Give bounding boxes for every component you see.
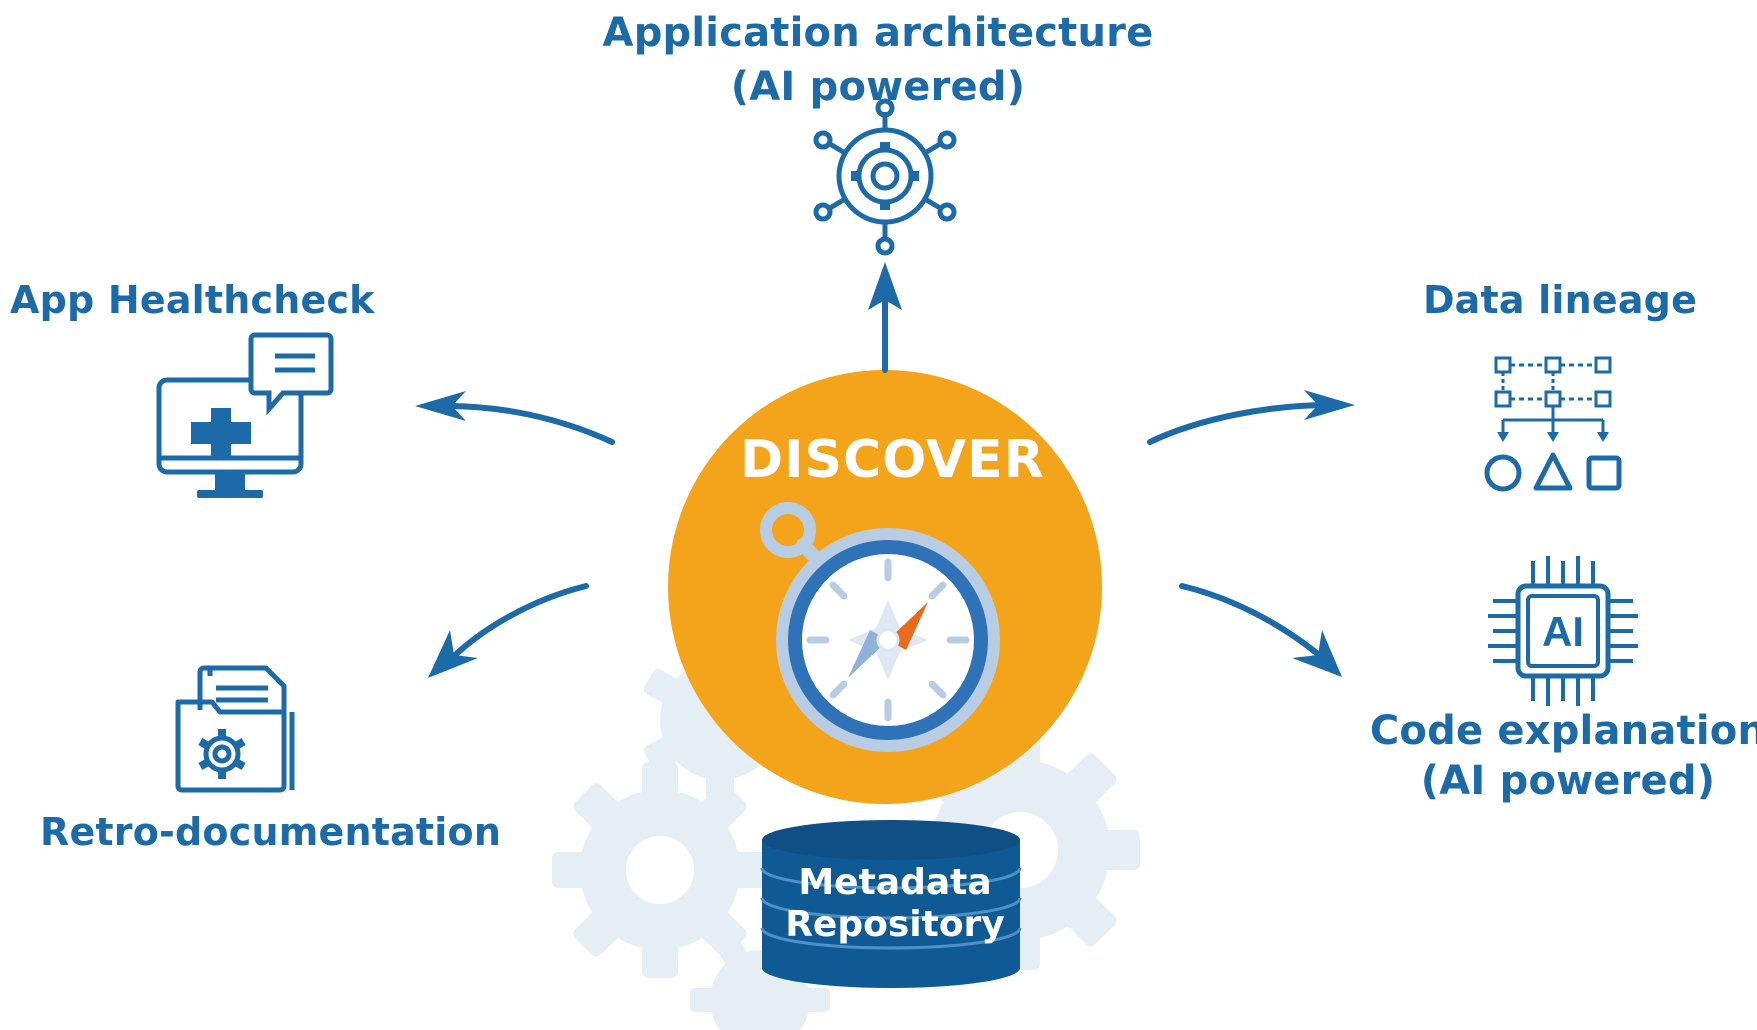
architecture-label: Application architecture (AI powered): [578, 6, 1178, 114]
database-icon: [760, 820, 1022, 988]
ai-chip-icon: AI: [1488, 556, 1638, 706]
repository-line1: Metadata: [798, 862, 992, 903]
architecture-line1: Application architecture: [602, 10, 1154, 56]
repository-line2: Repository: [785, 904, 1005, 945]
code-line2: (AI powered): [1420, 758, 1716, 804]
code-line1: Code explanation: [1369, 708, 1757, 754]
repository-label: Metadata Repository: [765, 862, 1025, 946]
lineage-label: Data lineage: [1422, 278, 1698, 322]
network-gear-icon: [813, 98, 957, 256]
center-title: DISCOVER: [740, 430, 1045, 490]
code-label: Code explanation (AI powered): [1368, 706, 1757, 806]
healthcheck-label: App Healthcheck: [10, 278, 375, 322]
retro-label: Retro-documentation: [40, 810, 502, 854]
monitor-medical-chat-icon: [156, 332, 334, 498]
flow-diagram-icon: [1484, 356, 1622, 492]
folder-gear-icon: [175, 665, 295, 793]
compass-icon: [760, 502, 1000, 752]
chip-text: AI: [1542, 608, 1584, 655]
